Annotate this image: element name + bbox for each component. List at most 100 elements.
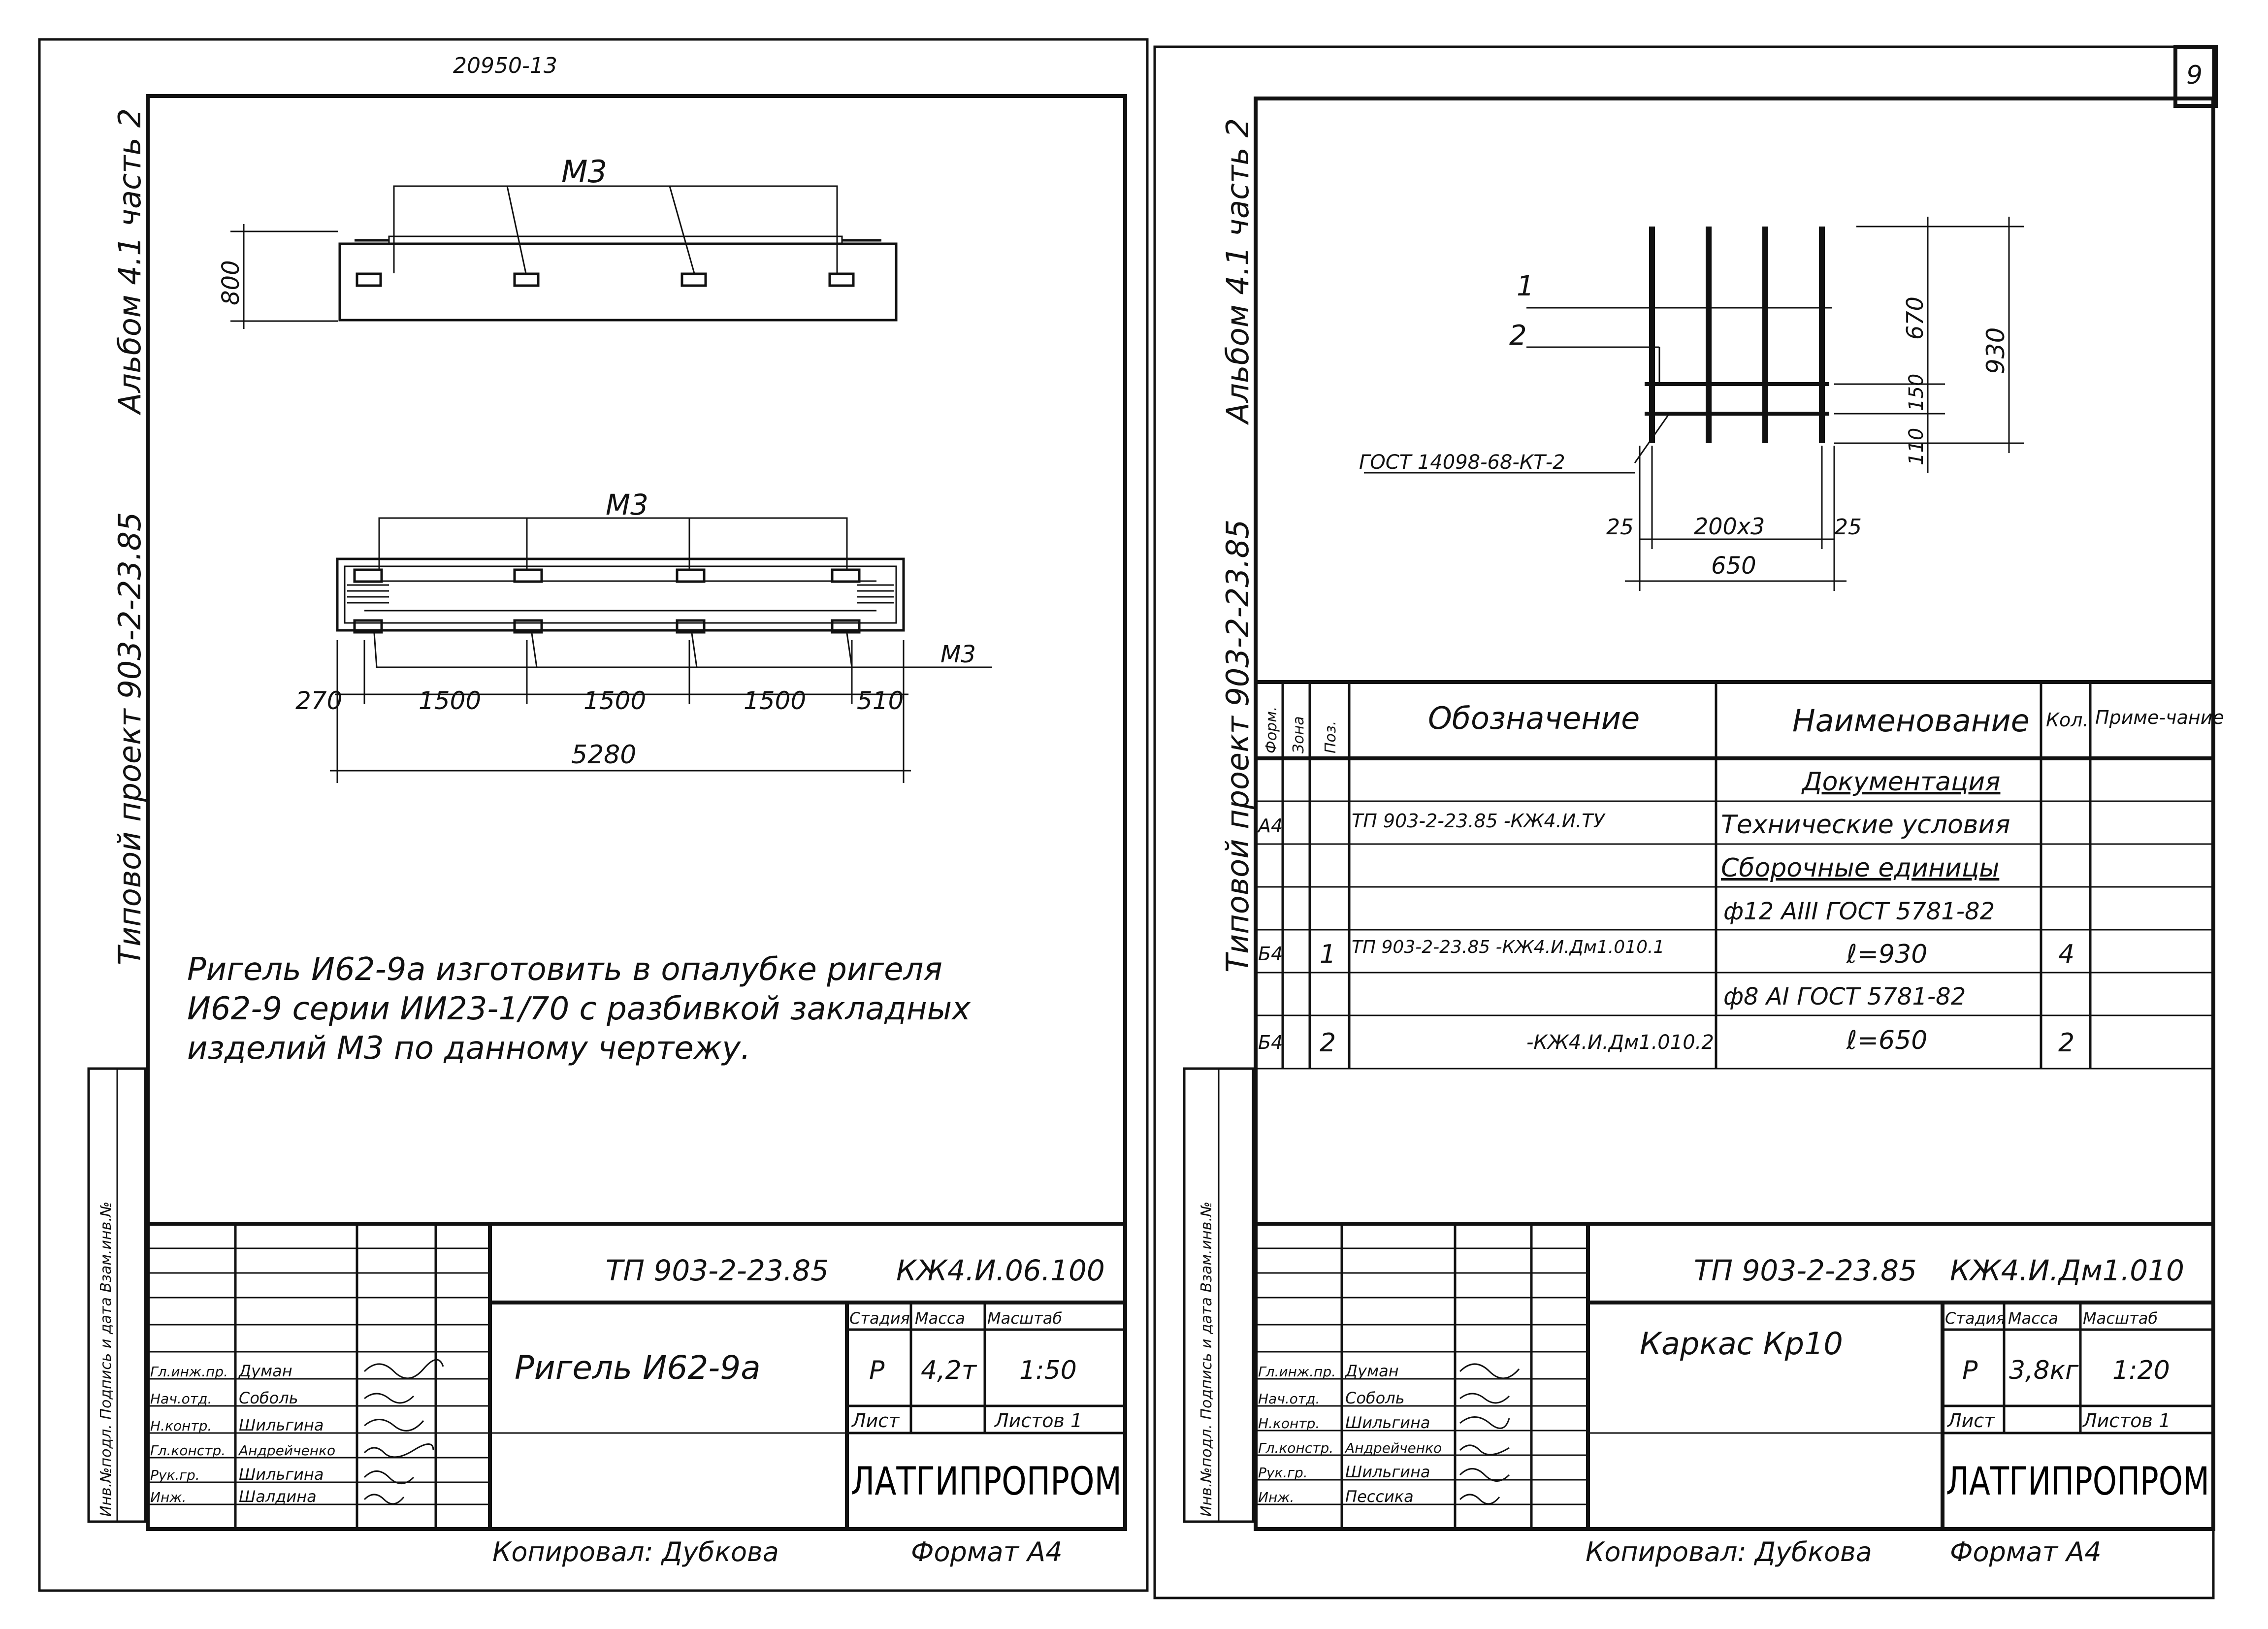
left-role-1: Гл.инж.пр. bbox=[150, 1364, 228, 1380]
left-tb-code: ТП 903-2-23.85 bbox=[606, 1254, 829, 1287]
plan-dim-2: 1500 bbox=[419, 686, 481, 715]
right-name-1: Думан bbox=[1344, 1362, 1399, 1380]
left-name-6: Шалдина bbox=[239, 1487, 317, 1506]
right-role-1: Гл.инж.пр. bbox=[1258, 1364, 1336, 1380]
left-name-5: Шильгина bbox=[239, 1465, 324, 1484]
weld-note: ГОСТ 14098-68-КТ-2 bbox=[1359, 451, 1565, 474]
left-name-1: Думан bbox=[238, 1362, 292, 1380]
spec-header-note: Приме-чание bbox=[2095, 707, 2224, 728]
top-code: 20950-13 bbox=[453, 53, 557, 78]
hdim-25-right: 25 bbox=[1834, 515, 1862, 540]
right-format: Формат А4 bbox=[1950, 1536, 2102, 1567]
left-name-2: Соболь bbox=[239, 1389, 298, 1407]
left-side-title-a: Альбом 4.1 часть 2 bbox=[112, 108, 148, 416]
note-line-1: Ригель И62-9а изготовить в опалубке риге… bbox=[187, 951, 942, 988]
spec-table: Форм. Зона Поз. Обозначение Наименование… bbox=[1256, 680, 2224, 1070]
right-role-2: Нач.отд. bbox=[1258, 1391, 1320, 1407]
top-view-height-dim: 800 bbox=[217, 260, 245, 305]
vdim-150: 150 bbox=[1905, 374, 1928, 411]
left-tb-scale: 1:50 bbox=[1019, 1356, 1077, 1385]
spec-header-pos: Поз. bbox=[1322, 721, 1339, 753]
left-role-4: Гл.констр. bbox=[150, 1442, 226, 1459]
spec-header-format: Форм. bbox=[1263, 707, 1280, 753]
hdim-25-left: 25 bbox=[1606, 515, 1634, 540]
left-margin-stamp: Инв.№подл. Подпись и дата Взам.инв.№ bbox=[87, 1067, 147, 1523]
left-name-4: Андрейченко bbox=[238, 1442, 335, 1459]
spec-row-5-qty: 4 bbox=[2058, 940, 2074, 969]
spec-header-qty: Кол. bbox=[2046, 709, 2089, 731]
left-role-5: Рук.гр. bbox=[150, 1467, 200, 1483]
left-tb-sheet-label: Лист bbox=[851, 1410, 900, 1432]
spec-header-designation: Обозначение bbox=[1428, 700, 1640, 736]
spec-header-name: Наименование bbox=[1792, 703, 2030, 739]
left-side-title-b: Типовой проект 903-2-23.85 bbox=[112, 512, 148, 965]
right-margin-stamp-text: Инв.№подл. Подпись и дата Взам.инв.№ bbox=[1198, 1202, 1215, 1517]
pos-label-2: 2 bbox=[1509, 320, 1527, 352]
left-tb-mark: КЖ4.И.06.100 bbox=[896, 1254, 1105, 1287]
right-tb-org: ЛАТГИПРОПРОМ bbox=[1946, 1460, 2209, 1504]
left-sheet-outer-border bbox=[38, 38, 1149, 1592]
right-role-4: Гл.констр. bbox=[1258, 1440, 1333, 1456]
right-name-2: Соболь bbox=[1345, 1389, 1405, 1407]
right-name-3: Шильгина bbox=[1345, 1413, 1430, 1432]
plan-view-embed-label-right: М3 bbox=[940, 641, 976, 668]
spec-row-7-qty: 2 bbox=[2058, 1028, 2074, 1058]
right-role-3: Н.контр. bbox=[1258, 1415, 1320, 1432]
sheet-number-box: 9 bbox=[2173, 45, 2218, 108]
right-tb-stage-header: Стадия bbox=[1945, 1309, 2006, 1328]
spec-row-2-format: А4 bbox=[1257, 815, 1283, 837]
right-name-6: Пессика bbox=[1345, 1487, 1414, 1506]
plan-dim-3: 1500 bbox=[583, 686, 646, 715]
plan-view-embed-label-top: М3 bbox=[606, 488, 648, 521]
hdim-total-650: 650 bbox=[1711, 552, 1756, 580]
sheet-number: 9 bbox=[2186, 61, 2203, 90]
left-role-2: Нач.отд. bbox=[150, 1391, 212, 1407]
spec-row-2-name: Технические условия bbox=[1721, 810, 2010, 840]
right-signatures bbox=[1459, 1363, 1520, 1505]
hdim-200x3: 200х3 bbox=[1694, 513, 1765, 540]
right-name-5: Шильгина bbox=[1345, 1463, 1430, 1481]
spec-row-5-name: ℓ=930 bbox=[1846, 940, 1927, 969]
right-tb-mark: КЖ4.И.Дм1.010 bbox=[1950, 1254, 2184, 1287]
spec-row-5-designation: ТП 903-2-23.85 -КЖ4.И.Дм1.010.1 bbox=[1352, 937, 1664, 957]
right-tb-mass: 3,8кг bbox=[2009, 1356, 2079, 1385]
vdim-670: 670 bbox=[1902, 296, 1928, 340]
beam-elevation-view: М3 800 bbox=[217, 154, 898, 329]
left-role-3: Н.контр. bbox=[150, 1418, 212, 1434]
spec-row-7-pos: 2 bbox=[1320, 1028, 1336, 1058]
left-tb-stage: Р bbox=[869, 1356, 885, 1385]
left-tb-mass: 4,2т bbox=[921, 1356, 977, 1385]
right-name-4: Андрейченко bbox=[1344, 1440, 1442, 1456]
right-sheet: Альбом 4.1 часть 2 Типовой проект 903-2-… bbox=[1183, 97, 2224, 1567]
right-tb-name: Каркас Кр10 bbox=[1640, 1326, 1843, 1362]
right-role-5: Рук.гр. bbox=[1258, 1465, 1308, 1481]
spec-row-3-name: Сборочные единицы bbox=[1721, 853, 1999, 883]
left-tb-scale-header: Масштаб bbox=[987, 1309, 1062, 1328]
right-side-title-b: Типовой проект 903-2-23.85 bbox=[1220, 520, 1256, 973]
left-tb-stage-header: Стадия bbox=[849, 1309, 910, 1328]
spec-row-5-pos: 1 bbox=[1320, 940, 1336, 969]
left-copied-by: Копировал: Дубкова bbox=[492, 1536, 779, 1567]
right-tb-scale-header: Масштаб bbox=[2083, 1309, 2158, 1328]
right-tb-stage: Р bbox=[1962, 1356, 1978, 1385]
right-margin-stamp: Инв.№подл. Подпись и дата Взам.инв.№ bbox=[1183, 1067, 1255, 1523]
plan-dim-5: 510 bbox=[857, 686, 904, 715]
left-name-3: Шильгина bbox=[239, 1416, 324, 1434]
left-tb-org: ЛАТГИПРОПРОМ bbox=[851, 1460, 1122, 1504]
left-tb-sheets-label: Листов 1 bbox=[994, 1410, 1082, 1432]
right-role-6: Инж. bbox=[1258, 1489, 1294, 1505]
top-view-embed-label: М3 bbox=[561, 154, 607, 190]
right-side-title-a: Альбом 4.1 часть 2 bbox=[1220, 118, 1256, 425]
left-margin-stamp-text: Инв.№подл. Подпись и дата Взам.инв.№ bbox=[97, 1202, 115, 1517]
spec-row-5-format: Б4 bbox=[1258, 943, 1283, 965]
right-inner-frame bbox=[1254, 97, 2215, 1531]
beam-plan-view: М3 М3 270 1500 1500 1500 510 5280 bbox=[295, 488, 992, 783]
left-inner-frame bbox=[146, 94, 1127, 1531]
plan-dim-1: 270 bbox=[295, 686, 342, 715]
spec-row-4-name: ф12 АIII ГОСТ 5781-82 bbox=[1723, 898, 1995, 925]
right-tb-code: ТП 903-2-23.85 bbox=[1694, 1254, 1917, 1287]
right-tb-sheet-label: Лист bbox=[1946, 1410, 1996, 1432]
note-line-3: изделий М3 по данному чертежу. bbox=[187, 1030, 750, 1067]
spec-header-zone: Зона bbox=[1290, 716, 1307, 753]
